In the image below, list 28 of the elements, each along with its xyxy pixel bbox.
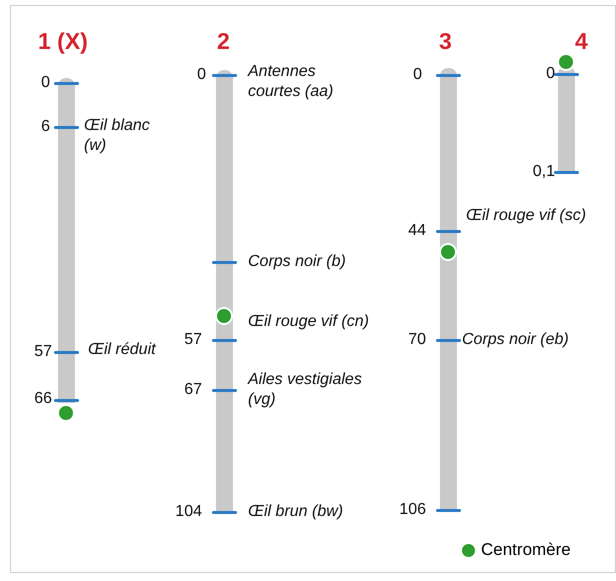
chromosome-number: 3 (439, 28, 452, 55)
position-number: 106 (399, 500, 426, 520)
gene-label: Œil réduit (88, 340, 158, 360)
position-number: 0 (546, 64, 555, 84)
position-number: 0 (413, 65, 422, 85)
gene-label: Ailes vestigiales (vg) (248, 370, 363, 410)
position-number: 6 (41, 117, 50, 137)
gene-label: Œil blanc (w) (84, 116, 151, 156)
legend-text: Centromère (481, 540, 571, 560)
position-number: 0 (41, 73, 50, 93)
gene-label: Antennes courtes (aa) (248, 62, 334, 102)
gene-label: Œil rouge vif (cn) (248, 312, 370, 332)
position-number: 70 (408, 330, 426, 350)
position-number: 104 (175, 502, 202, 522)
gene-label: Corps noir (b) (248, 252, 347, 272)
chromosome-number: 4 (575, 28, 588, 55)
gene-label: Corps noir (eb) (462, 330, 570, 350)
position-number: 0 (197, 65, 206, 85)
gene-label: Œil rouge vif (sc) (466, 206, 588, 226)
chromosome-number: 2 (217, 28, 230, 55)
gene-label: Œil brun (bw) (248, 502, 344, 522)
position-number: 44 (408, 221, 426, 241)
chromosome-number: 1 (X) (38, 28, 88, 55)
position-number: 66 (34, 389, 52, 409)
position-number: 67 (184, 380, 202, 400)
position-number: 0,1 (532, 162, 555, 182)
position-number: 57 (34, 342, 52, 362)
position-number: 57 (184, 330, 202, 350)
